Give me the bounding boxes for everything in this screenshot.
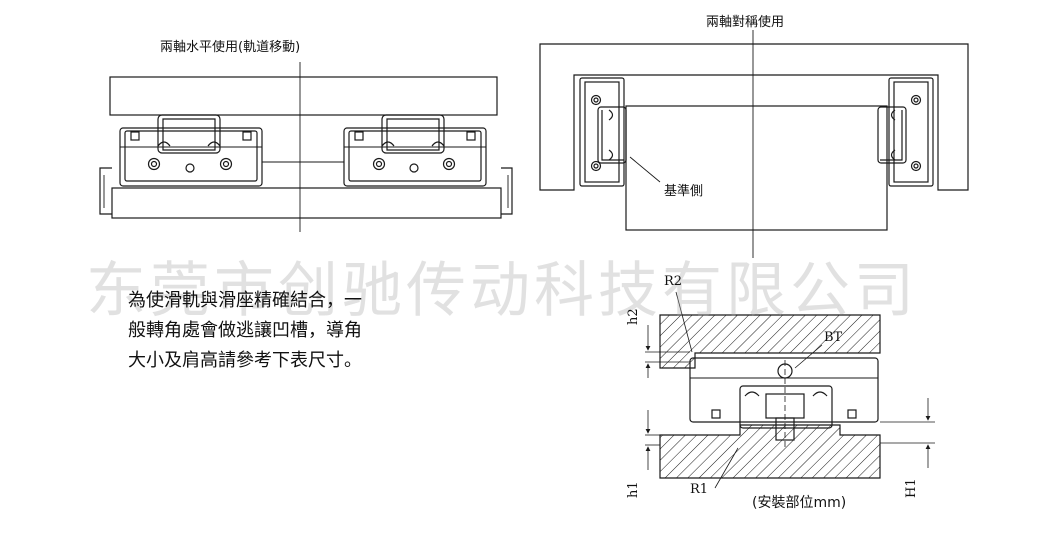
note-line: 般轉角處會做逃讓凹槽，導角 [128, 320, 362, 341]
center-block [625, 105, 888, 231]
dim-r2: R2 [664, 274, 683, 289]
dim-bt: BT [824, 330, 843, 345]
outer-frame [539, 43, 969, 191]
right-bracket [501, 167, 513, 215]
mounting-caption: (安裝部位mm) [752, 495, 847, 511]
note-text: 為使滑軌與滑座精確結合，一 般轉角處會做逃讓凹槽，導角 大小及肩高請參考下表尺寸… [128, 286, 428, 376]
symmetric-assembly [539, 30, 969, 258]
left-bracket [99, 167, 112, 215]
company-watermark: 东莞市创驰传动科技有限公司 [86, 256, 918, 326]
note-line: 大小及肩高請參考下表尺寸。 [128, 350, 362, 371]
lower-hatched-part [659, 424, 881, 479]
dim-h1: h1 [626, 481, 641, 498]
mounting-detail [645, 291, 935, 489]
left-carriage [119, 114, 263, 187]
lower-base [111, 187, 502, 219]
right-side-guide [877, 77, 934, 187]
horizontal-assembly [99, 62, 513, 232]
right-carriage [343, 114, 487, 187]
left-side-guide [579, 77, 661, 187]
dim-h2: h2 [626, 308, 641, 325]
rail [739, 385, 833, 429]
horizontal-figure-title: 兩軸水平使用(軌道移動) [160, 40, 301, 55]
note-line: 為使滑軌與滑座精確結合，一 [128, 290, 362, 311]
carriage-body [689, 357, 879, 423]
upper-table [109, 76, 498, 116]
symmetric-figure-title: 兩軸對稱使用 [706, 15, 785, 30]
dim-H1: H1 [904, 478, 919, 498]
upper-hatched-part [659, 314, 881, 369]
reference-side-label: 基準側 [664, 184, 704, 199]
dim-r1: R1 [690, 482, 709, 497]
